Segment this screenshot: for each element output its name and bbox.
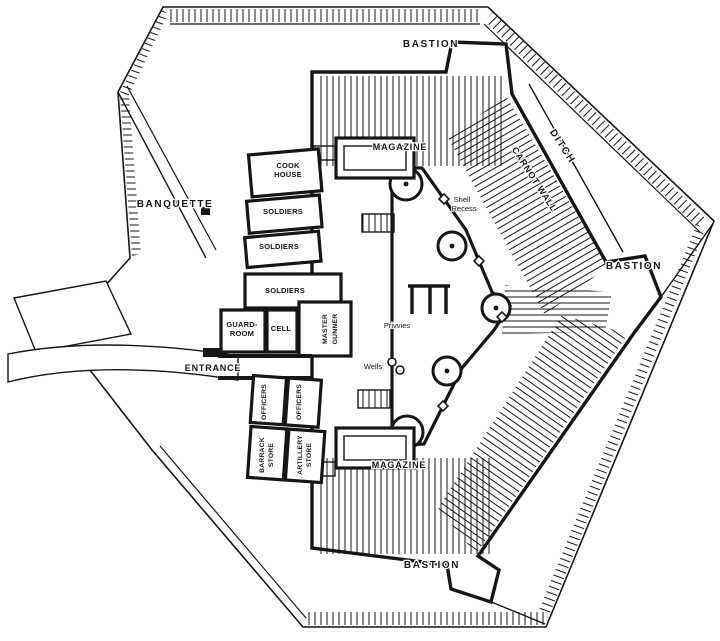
banquette-marker xyxy=(201,207,210,215)
label-soldiers-middle: SOLDIERS xyxy=(259,242,299,251)
counterscarp-line xyxy=(528,83,624,253)
label-cell: CELL xyxy=(271,324,292,333)
label-barrack-store-1: BARRACK xyxy=(259,437,266,473)
entrance-gate-marker xyxy=(203,348,220,357)
label-soldiers-bottom: SOLDIERS xyxy=(265,286,305,295)
label-bastion-top: BASTION xyxy=(403,39,459,50)
well-circle-1 xyxy=(387,357,397,367)
label-guard-room-2: ROOM xyxy=(230,329,254,338)
well-circle-2 xyxy=(395,365,405,375)
label-cook-house-1: COOK xyxy=(276,161,300,170)
interior-hatching xyxy=(316,76,628,554)
label-shell-recess-2: Recess xyxy=(451,204,476,213)
room-soldiers-middle xyxy=(242,229,323,270)
magazine-bottom-block xyxy=(334,426,416,470)
label-officers-left: OFFICERS xyxy=(261,384,268,420)
label-artillery-store-1: ARTILLERY xyxy=(297,435,304,475)
label-guard-room-1: GUARD- xyxy=(226,320,257,329)
label-officers-right: OFFICERS xyxy=(296,384,303,420)
barracks-block xyxy=(201,147,353,485)
room-artillery-store xyxy=(283,427,327,485)
magazine-top-block xyxy=(334,136,416,180)
label-bastion-right: BASTION xyxy=(606,261,662,272)
banquette-arm-line-1 xyxy=(117,91,207,259)
right-bastion-connector xyxy=(660,224,713,298)
label-shell-recess-1: Shell xyxy=(454,195,471,204)
shell-recess-diamonds xyxy=(436,192,509,413)
label-entrance: ENTRANCE xyxy=(185,363,241,373)
privy-walls xyxy=(408,284,450,314)
ravelin-wedge xyxy=(13,280,133,353)
room-barrack-store xyxy=(245,424,289,482)
room-master-gunner xyxy=(297,300,353,358)
label-master-gunner-1: MASTER xyxy=(322,314,329,344)
label-cook-house-2: HOUSE xyxy=(274,170,302,179)
banquette-arm-line-2 xyxy=(126,85,217,251)
label-bastion-bottom: BASTION xyxy=(404,560,460,571)
barracks-lower-wing xyxy=(245,373,327,485)
label-privvies: Privvies xyxy=(384,321,411,330)
room-soldiers-top xyxy=(244,193,324,235)
banquette-terrace-line-bottomleft xyxy=(159,445,307,619)
room-cook-house xyxy=(246,147,324,199)
label-magazine-top: MAGAZINE xyxy=(373,142,427,152)
label-master-gunner-2: GUNNER xyxy=(332,314,339,345)
barracks-upper-wing xyxy=(242,147,324,270)
central-tower xyxy=(312,136,513,477)
label-soldiers-top: SOLDIERS xyxy=(263,207,303,216)
room-officers-right xyxy=(283,376,324,429)
room-cell xyxy=(265,308,299,354)
room-guard-room xyxy=(219,308,267,354)
label-banquette: BANQUETTE xyxy=(137,199,214,210)
label-magazine-bottom: MAGAZINE xyxy=(372,460,426,470)
room-officers-left xyxy=(248,373,289,427)
label-barrack-store-2: STORE xyxy=(268,443,275,468)
bottom-bastion-connector xyxy=(488,600,546,625)
label-wells: Wells xyxy=(364,362,382,371)
stair-blocks xyxy=(312,145,395,477)
glacis-hatching xyxy=(120,9,707,625)
banquette-terrace-line-topright xyxy=(483,23,701,233)
label-artillery-store-2: STORE xyxy=(306,443,313,468)
